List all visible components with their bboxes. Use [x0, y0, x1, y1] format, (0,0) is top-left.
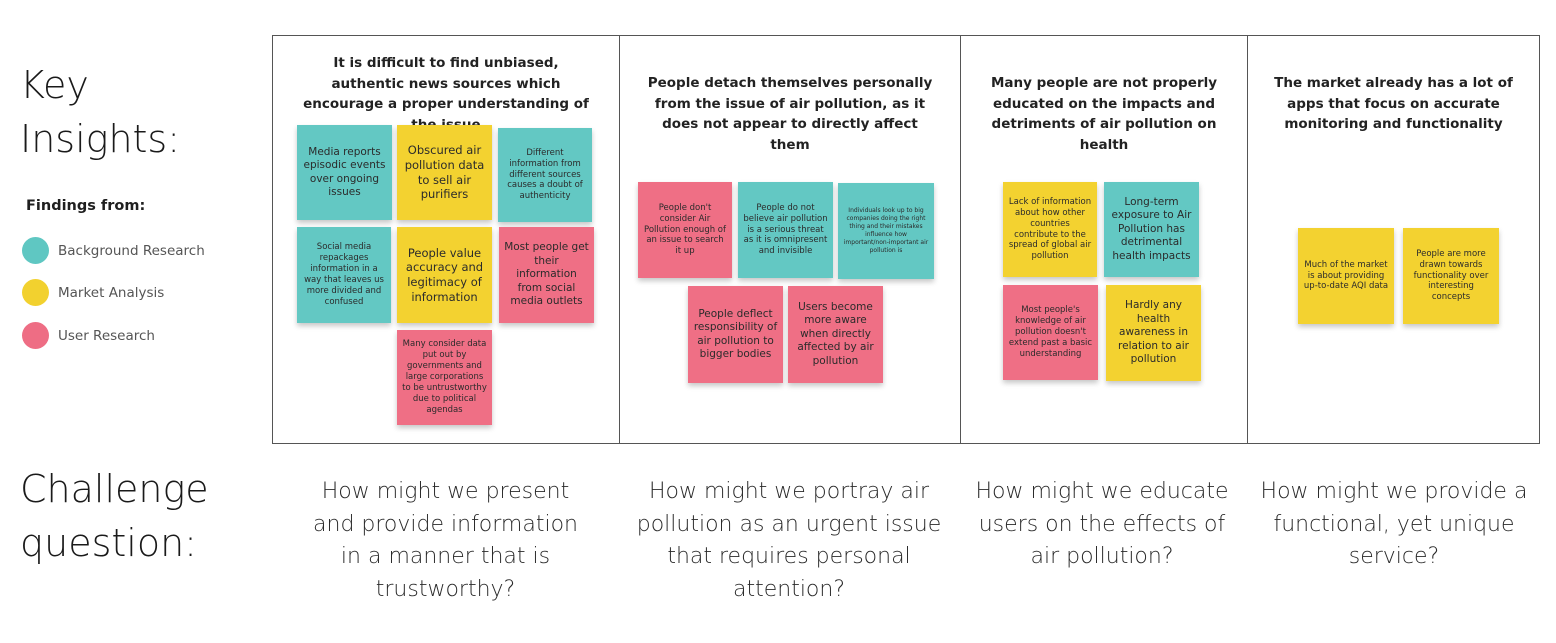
- legend-item-market-analysis: Market Analysis: [22, 279, 164, 306]
- pink-dot-icon: [22, 322, 49, 349]
- sticky-note: People deflect responsibility of air pol…: [688, 286, 783, 383]
- sticky-note: Obscured air pollution data to sell air …: [397, 125, 492, 220]
- challenge-question-2: How might we portray air pollution as an…: [636, 479, 942, 602]
- legend-item-background-research: Background Research: [22, 237, 205, 264]
- sticky-note: Media reports episodic events over ongoi…: [297, 125, 392, 220]
- insight-title: People detach themselves personally from…: [647, 75, 933, 153]
- insight-column-3: Many people are not properly educated on…: [960, 35, 1248, 444]
- challenge-line-2: question:: [20, 521, 197, 565]
- key-insights-line-1: Key: [20, 63, 89, 107]
- legend-title: Findings from:: [26, 198, 146, 214]
- challenge-question-heading: Challenge question:: [20, 462, 250, 570]
- insight-title: It is difficult to find unbiased, authen…: [303, 55, 589, 133]
- legend-label: Market Analysis: [58, 284, 165, 301]
- sticky-note: Hardly any health awareness in relation …: [1106, 285, 1201, 381]
- key-insights-line-2: Insights:: [20, 117, 181, 161]
- sticky-note: People do not believe air pollution is a…: [738, 182, 833, 278]
- legend-label: Background Research: [58, 242, 205, 259]
- key-insights-heading: Key Insights:: [20, 58, 240, 166]
- sticky-note: Most people's knowledge of air pollution…: [1003, 285, 1098, 380]
- sticky-note: Individuals look up to big companies doi…: [838, 183, 934, 279]
- teal-dot-icon: [22, 237, 49, 264]
- challenge-question-3: How might we educate users on the effect…: [975, 479, 1229, 569]
- legend-item-user-research: User Research: [22, 322, 155, 349]
- insight-title: Many people are not properly educated on…: [990, 75, 1218, 153]
- insight-column-2: People detach themselves personally from…: [619, 35, 961, 444]
- challenge-question-4: How might we provide a functional, yet u…: [1260, 479, 1528, 569]
- sticky-note: Different information from different sou…: [498, 128, 592, 222]
- sticky-note: People don't consider Air Pollution enou…: [638, 182, 732, 278]
- sticky-note: Social media repackages information in a…: [297, 227, 391, 323]
- sticky-note: Lack of information about how other coun…: [1003, 182, 1097, 277]
- insight-column-1: It is difficult to find unbiased, authen…: [272, 35, 620, 444]
- legend-label: User Research: [58, 327, 155, 344]
- yellow-dot-icon: [22, 279, 49, 306]
- sticky-note: Much of the market is about providing up…: [1298, 228, 1394, 324]
- sticky-note: Many consider data put out by government…: [397, 330, 492, 425]
- sticky-note: People are more drawn towards functional…: [1403, 228, 1499, 324]
- insight-title: The market already has a lot of apps tha…: [1274, 75, 1513, 132]
- sticky-note: Long-term exposure to Air Pollution has …: [1104, 182, 1199, 277]
- insight-column-4: The market already has a lot of apps tha…: [1247, 35, 1540, 444]
- sticky-note: Most people get their information from s…: [499, 227, 594, 323]
- sticky-note: Users become more aware when directly af…: [788, 286, 883, 383]
- challenge-question-1: How might we present and provide informa…: [313, 479, 578, 602]
- sticky-note: People value accuracy and legitimacy of …: [397, 227, 492, 323]
- challenge-line-1: Challenge: [20, 467, 209, 511]
